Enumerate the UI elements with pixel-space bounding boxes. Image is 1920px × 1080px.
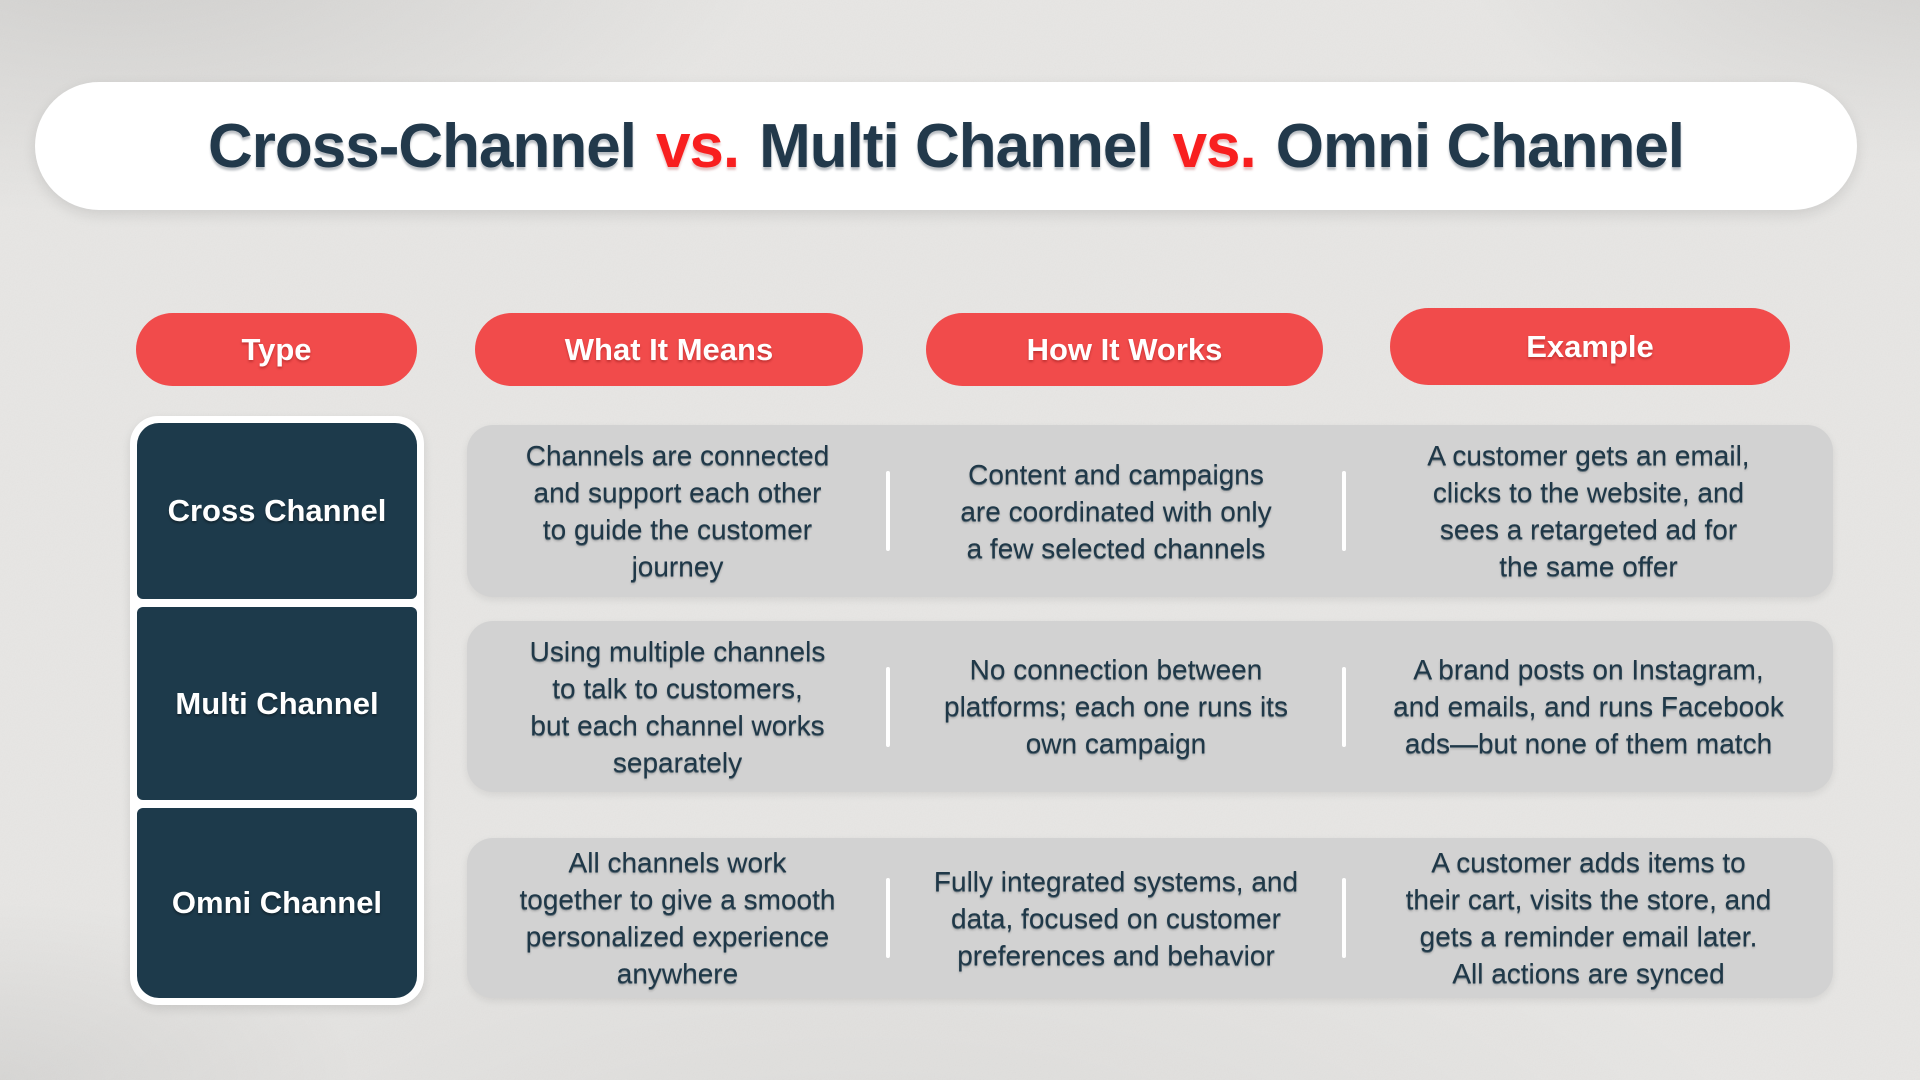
title-segment-multi-channel: Multi Channel (759, 111, 1153, 181)
type-column: Cross Channel Multi Channel Omni Channel (130, 416, 424, 1005)
page-title: Cross-Channel vs. Multi Channel vs. Omni… (207, 111, 1685, 182)
column-divider (1342, 878, 1346, 958)
table-row-multi-channel: Using multiple channels to talk to custo… (467, 621, 1833, 792)
column-divider (886, 878, 890, 958)
cell-multi-channel-what-it-means: Using multiple channels to talk to custo… (529, 635, 826, 778)
type-label-omni-channel: Omni Channel (137, 808, 417, 998)
cell-cross-channel-what-it-means: Channels are connected and support each … (525, 440, 830, 582)
title-vs-1: vs. (655, 111, 740, 181)
cell-omni-channel-how-it-works: Fully integrated systems, and data, focu… (933, 865, 1299, 971)
title-vs-2: vs. (1172, 111, 1257, 181)
type-label-multi-channel: Multi Channel (137, 607, 417, 800)
table-row-cross-channel: Channels are connected and support each … (467, 425, 1833, 597)
column-divider (886, 471, 890, 551)
type-label-cross-channel: Cross Channel (137, 423, 417, 599)
column-divider (1342, 471, 1346, 551)
column-header-what-it-means: What It Means (475, 313, 863, 386)
column-divider (1342, 666, 1346, 747)
cell-multi-channel-how-it-works: No connection between platforms; each on… (944, 654, 1288, 759)
column-header-example: Example (1390, 308, 1790, 385)
cell-multi-channel-example: A brand posts on Instagram, and emails, … (1393, 654, 1784, 759)
column-header-how-it-works: How It Works (926, 313, 1323, 386)
cell-omni-channel-example: A customer adds items to their cart, vis… (1405, 847, 1772, 989)
cell-omni-channel-what-it-means: All channels work together to give a smo… (519, 847, 836, 989)
title-segment-cross-channel: Cross-Channel (207, 111, 637, 181)
table-row-omni-channel: All channels work together to give a smo… (467, 838, 1833, 998)
cell-cross-channel-example: A customer gets an email, clicks to the … (1427, 440, 1750, 582)
cell-cross-channel-how-it-works: Content and campaigns are coordinated wi… (960, 458, 1272, 564)
title-segment-omni-channel: Omni Channel (1275, 111, 1685, 181)
title-banner: Cross-Channel vs. Multi Channel vs. Omni… (35, 82, 1857, 210)
column-header-type: Type (136, 313, 417, 386)
column-divider (886, 666, 890, 747)
